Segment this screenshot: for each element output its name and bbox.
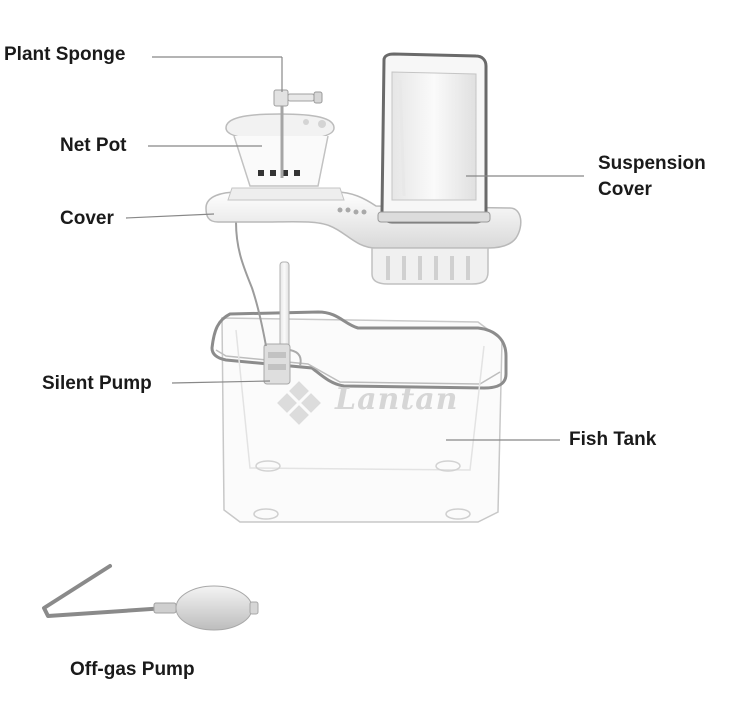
label-silent-pump: Silent Pump — [42, 373, 152, 394]
label-cover: Cover — [60, 208, 114, 229]
plant-sponge — [273, 89, 323, 178]
label-plant-sponge: Plant Sponge — [4, 44, 126, 65]
silent-pump — [263, 261, 302, 385]
label-fish-tank: Fish Tank — [569, 429, 657, 450]
label-suspension-cover-line2: Cover — [598, 179, 652, 200]
label-suspension-cover-line1: Suspension — [598, 153, 706, 174]
pump-power-cord — [235, 221, 267, 347]
watermark-logo — [277, 381, 321, 425]
leader-silent-pump — [171, 380, 271, 384]
label-net-pot: Net Pot — [60, 135, 127, 156]
off-gas-pump — [42, 564, 259, 631]
cover-tray — [205, 187, 522, 285]
fish-tank — [210, 310, 508, 523]
suspension-cover — [377, 52, 491, 224]
watermark-text: Lantan — [335, 382, 459, 417]
leader-cover — [125, 213, 215, 219]
leader-lines — [125, 56, 584, 441]
label-off-gas-pump: Off-gas Pump — [70, 659, 195, 680]
net-pot — [225, 113, 335, 187]
